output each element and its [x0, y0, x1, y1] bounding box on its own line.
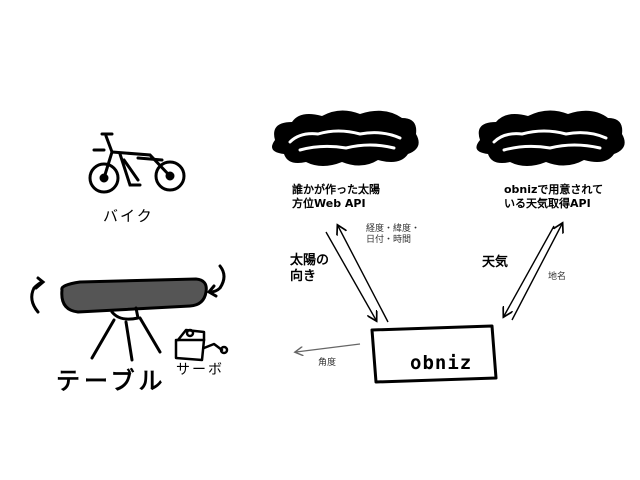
request1-label: 経度・緯度・ 日付・時間 — [366, 224, 420, 247]
obniz-box — [370, 324, 498, 384]
api2-line2: いる天気取得API — [504, 196, 591, 210]
table-drawing — [60, 277, 208, 362]
rotate-left-icon — [30, 276, 46, 314]
response1-line1: 太陽の — [290, 253, 330, 268]
arrow-response-weather — [504, 225, 555, 316]
api1-line2: 方位Web API — [292, 196, 366, 210]
cloud-sun-api — [272, 110, 419, 166]
request1-line2: 日付・時間 — [366, 235, 412, 246]
response1-line2: 向き — [290, 269, 317, 285]
api1-label: 誰かが作った太陽 方位Web API — [292, 183, 380, 211]
table-label: テーブル — [56, 367, 167, 395]
cloud-weather-api — [476, 110, 625, 166]
api2-line1: obnizで用意されて — [504, 183, 604, 196]
request1-line1: 経度・緯度・ — [366, 224, 421, 234]
rotate-right-icon — [206, 264, 226, 298]
response2-label: 天気 — [482, 255, 509, 270]
response1-label: 太陽の 向き — [290, 253, 329, 286]
arrow-angle-output — [296, 343, 361, 352]
bike-label: バイク — [103, 207, 154, 225]
angle-label: 角度 — [318, 358, 337, 368]
arrow-request-sun — [338, 226, 389, 323]
api1-line1: 誰かが作った太陽 — [292, 183, 380, 196]
obniz-device-label: obniz — [410, 352, 473, 374]
arrow-response-sun — [325, 231, 376, 320]
servo-label: サーボ — [176, 362, 224, 378]
arrow-request-weather — [511, 224, 562, 321]
bike-drawing — [88, 132, 186, 194]
request2-label: 地名 — [548, 272, 567, 282]
servo-drawing — [174, 328, 229, 362]
api2-label: obnizで用意されて いる天気取得API — [504, 183, 603, 211]
